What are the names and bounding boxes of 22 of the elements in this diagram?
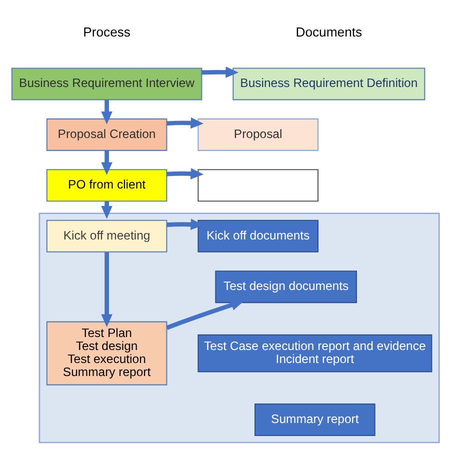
node-box: Proposal Creation [46, 118, 168, 151]
arrow [101, 100, 112, 124]
cluster [38, 212, 440, 444]
arrow [166, 117, 204, 129]
node-box: Business Requirement Definition [232, 68, 426, 100]
node-box: Test Plan Test design Test execution Summary report [46, 321, 168, 386]
arrow [166, 300, 244, 330]
arrow [101, 150, 112, 176]
node-box: Kick off meeting [46, 220, 168, 252]
arrow [101, 252, 112, 328]
node-box [198, 169, 318, 202]
arrow [202, 66, 239, 78]
label: Process [83, 24, 130, 40]
node-box: PO from client [46, 169, 168, 202]
arrow [166, 168, 204, 180]
node-box: Kick off documents [198, 220, 318, 252]
node-box: Proposal [198, 118, 318, 151]
node-box: Test design documents [215, 270, 357, 304]
node-box: Test Case execution report and evidence Incident report [198, 334, 432, 372]
node-box: Summary report [254, 404, 376, 436]
node-box: Business Requirement Interview [11, 68, 202, 100]
label: Documents [296, 24, 362, 40]
